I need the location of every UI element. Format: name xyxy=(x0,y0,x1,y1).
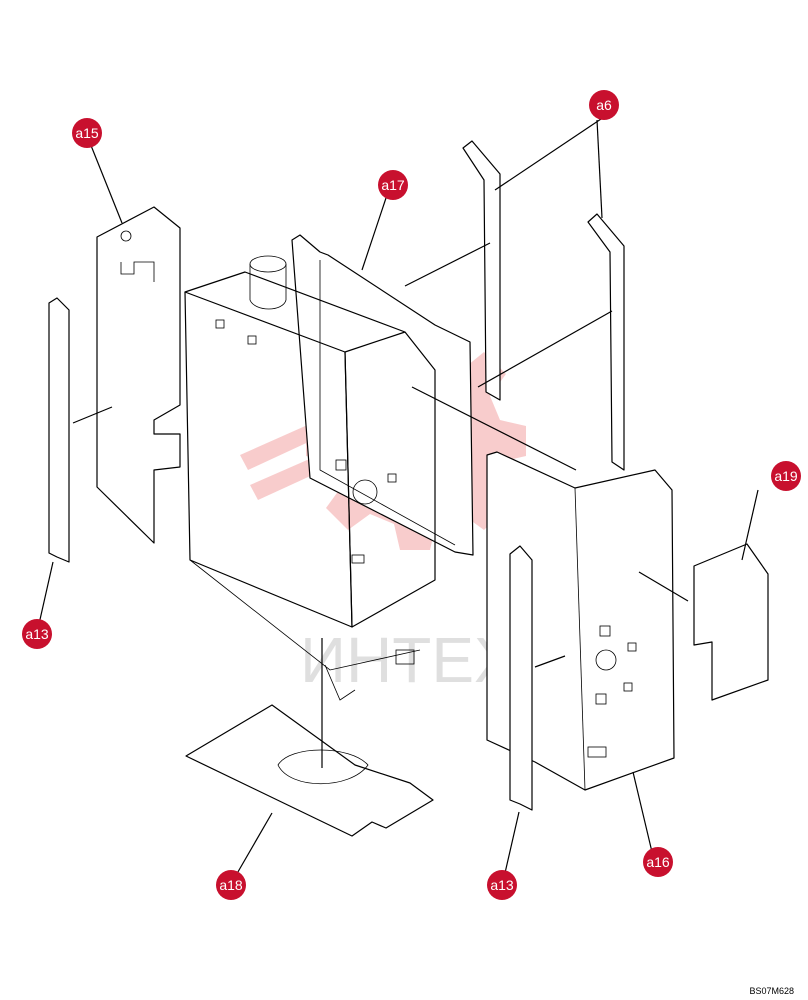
part-a19-pad xyxy=(693,543,769,701)
watermark-text: ИНТЕХ xyxy=(300,624,517,696)
part-a18-base-gasket xyxy=(185,704,434,837)
callout-a6: a6 xyxy=(589,90,619,120)
callout-a13-bottom-label: a13 xyxy=(490,877,514,893)
leader-lines xyxy=(38,116,759,878)
part-a16-front-cover xyxy=(486,451,675,791)
callout-a17: a17 xyxy=(378,170,408,200)
part-hydraulic-tank xyxy=(184,255,436,701)
callout-a19: a19 xyxy=(771,461,801,491)
part-a6-strip-2 xyxy=(587,213,625,471)
callout-a13-left: a13 xyxy=(22,619,52,649)
callout-a15-label: a15 xyxy=(75,125,99,141)
callout-a19-label: a19 xyxy=(774,468,798,484)
part-a15-side-panel xyxy=(96,206,181,544)
part-a13-strip-left xyxy=(48,297,70,563)
callout-a15: a15 xyxy=(72,118,102,148)
callout-a18-label: a18 xyxy=(219,877,243,893)
part-a6-strip-1 xyxy=(462,140,501,401)
callout-a17-label: a17 xyxy=(381,177,405,193)
part-a13-strip-bottom xyxy=(509,545,533,811)
callout-a16: a16 xyxy=(643,847,673,877)
callout-a16-label: a16 xyxy=(646,854,670,870)
callout-a18: a18 xyxy=(216,870,246,900)
figure-code: BS07M628 xyxy=(749,986,794,996)
callout-a13-left-label: a13 xyxy=(25,626,49,642)
callout-a13-bottom: a13 xyxy=(487,870,517,900)
callout-a6-label: a6 xyxy=(596,97,612,113)
part-a17-rear-shield xyxy=(291,234,474,556)
